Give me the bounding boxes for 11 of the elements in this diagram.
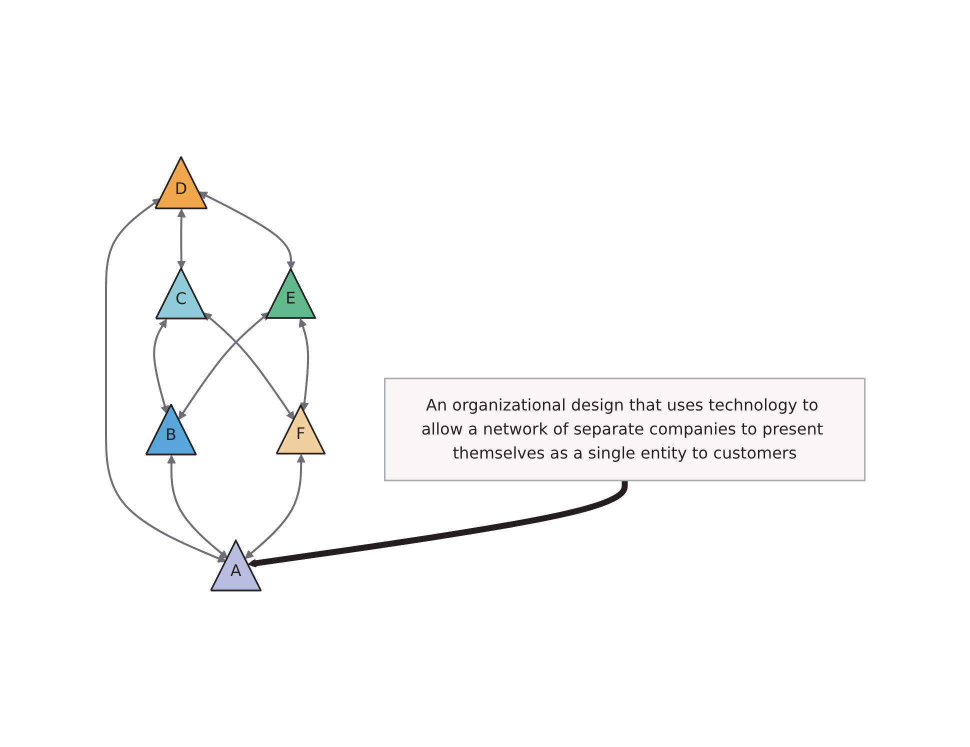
arrow: [166, 454, 228, 559]
arrow: [247, 480, 628, 568]
arrow: [178, 312, 270, 420]
arrow: [244, 454, 306, 559]
arrow: [298, 318, 309, 411]
arrow: [104, 198, 226, 562]
node-box: An organizational design that uses technology to allow a network of separate companies to present themselves as a single entity to customers: [384, 378, 866, 482]
arrow: [152, 318, 169, 414]
arrow: [202, 312, 294, 420]
arrow: [176, 208, 186, 269]
arrow: [198, 191, 296, 270]
